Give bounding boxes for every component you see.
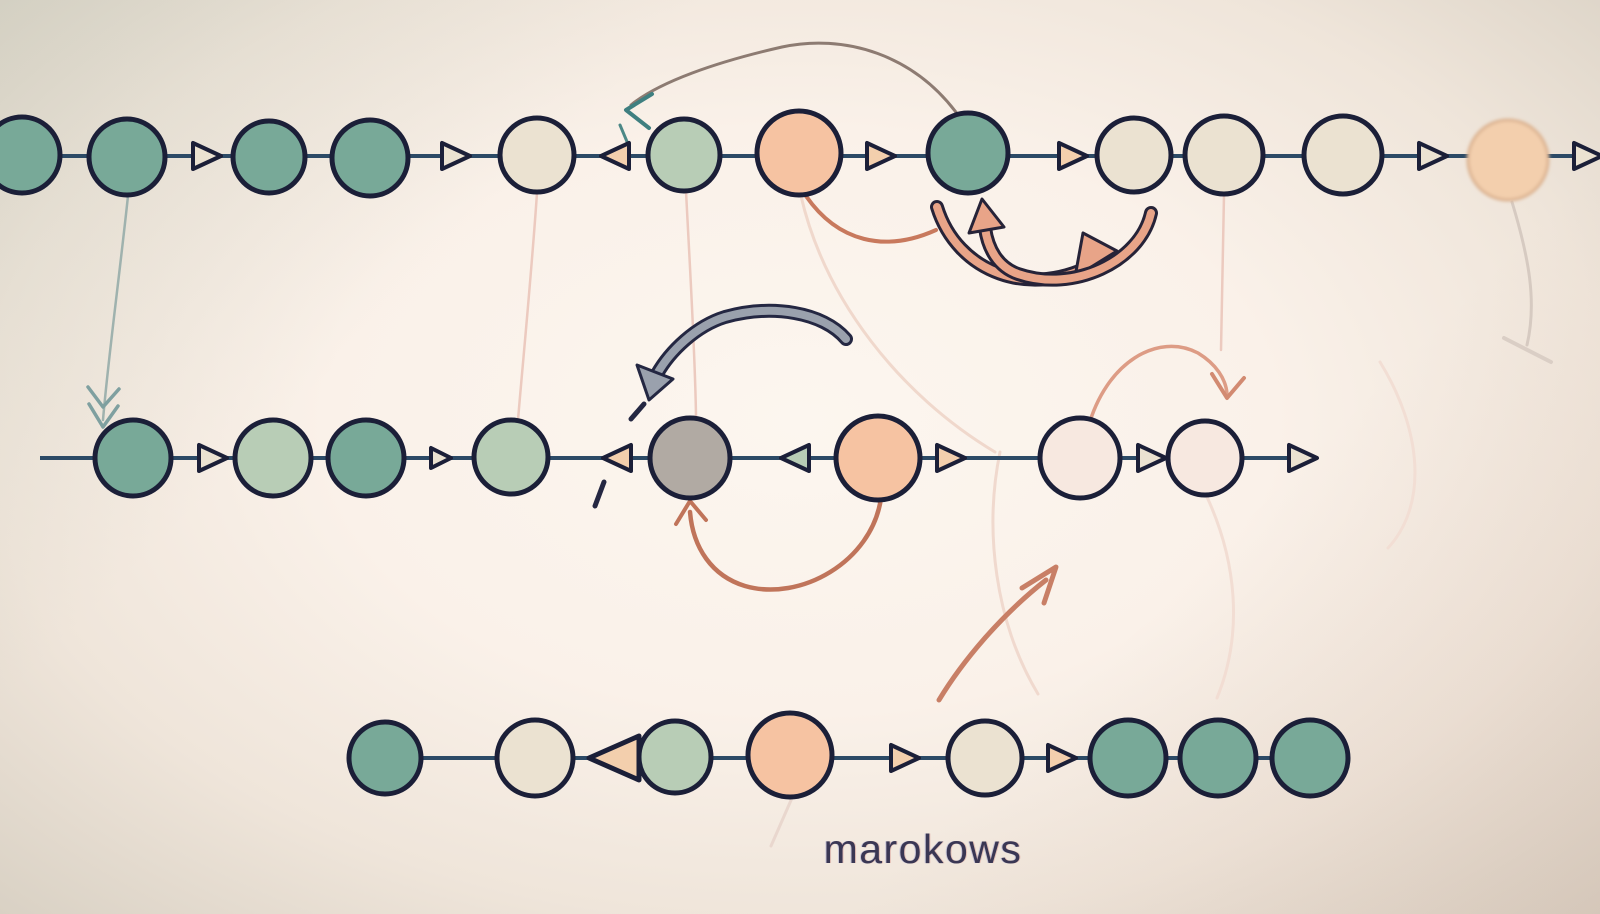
chain-top-state-node xyxy=(1182,113,1266,197)
chain-top-state-node xyxy=(1466,118,1550,202)
chain-top-state-node xyxy=(754,108,844,198)
chain-top-state-node xyxy=(329,117,411,199)
arc-c7-to-ribbon xyxy=(804,194,938,244)
faint-curve-c7-down xyxy=(799,194,997,454)
ribbon-gray-dash1 xyxy=(628,401,647,422)
chain-top-state-node xyxy=(497,115,577,195)
chain-top-transition-arrow xyxy=(440,141,472,171)
chain-bottom-state-node xyxy=(346,719,424,797)
chain-bottom-transition-arrow xyxy=(889,743,921,773)
chain-middle-transition-arrow xyxy=(429,446,453,470)
arrowhead-loop-m5 xyxy=(674,499,708,526)
chain-middle-transition-arrow xyxy=(601,443,633,473)
ribbon-gray-dash2 xyxy=(592,479,607,509)
chain-bottom-state-node xyxy=(1269,717,1351,799)
arrowhead-bottom-up xyxy=(1019,564,1059,606)
arrowhead-c2-m1-upper xyxy=(86,385,121,409)
chain-top-transition-arrow xyxy=(191,141,223,171)
chain-bottom-state-node xyxy=(1087,717,1169,799)
chain-bottom-state-node xyxy=(745,710,835,800)
arc-c2-to-m1 xyxy=(101,194,130,422)
chain-top-state-node xyxy=(1094,115,1174,195)
faint-mark-below-b4 xyxy=(769,796,794,848)
chain-top-state-node xyxy=(925,110,1011,196)
ribbon-salmon-arrowhead2 xyxy=(967,197,1006,235)
ribbon-gray-arrowhead xyxy=(635,363,675,402)
chain-middle-transition-arrow xyxy=(779,443,811,473)
chain-middle-state-node xyxy=(325,417,407,499)
arrowhead-c2-m1-lower xyxy=(87,402,120,429)
arc-m7-to-m8 xyxy=(1086,344,1229,430)
chain-bottom-transition-arrow xyxy=(1046,743,1078,773)
chain-middle-transition-arrow xyxy=(1136,443,1168,473)
arc-loop-m6-to-m5 xyxy=(687,495,884,592)
chain-middle-state-node xyxy=(1165,418,1245,498)
chain-middle-transition-arrow xyxy=(935,443,967,473)
arc-top-loopback xyxy=(629,41,965,124)
chain-top-transition-arrow xyxy=(1572,141,1600,171)
chain-bottom-state-node xyxy=(945,718,1025,798)
chain-middle-state-node xyxy=(647,415,733,501)
faint-drop-c10-down xyxy=(1219,193,1226,352)
chain-bottom-state-node xyxy=(494,717,576,799)
chain-top-state-node xyxy=(230,118,308,196)
chain-middle-state-node xyxy=(1037,415,1123,501)
tick-top-loopback xyxy=(618,123,630,146)
chain-top-state-node xyxy=(0,114,63,196)
chain-top-transition-arrow xyxy=(865,141,897,171)
arrow-bottom-up xyxy=(936,577,1049,703)
faint-drop-c6-to-m5 xyxy=(684,189,698,418)
chain-top-transition-arrow xyxy=(599,141,631,171)
chain-top-transition-arrow xyxy=(1057,141,1089,171)
faint-curve-far-right xyxy=(1378,360,1417,550)
ribbon-salmon-band2 xyxy=(981,209,1155,284)
chain-bottom-state-node xyxy=(1177,717,1259,799)
chain-middle-state-node xyxy=(92,417,174,499)
chain-bottom-transition-arrow xyxy=(586,733,642,783)
chain-top-state-node xyxy=(645,116,723,194)
chain-middle-state-node xyxy=(232,417,314,499)
chain-middle-transition-arrow xyxy=(197,443,229,473)
arrowhead-m7-m8 xyxy=(1210,372,1246,400)
faint-curve-mid-right-2 xyxy=(1205,495,1235,700)
ribbon-gray xyxy=(653,306,850,378)
faint-drop-c5-to-m4 xyxy=(516,191,539,422)
faint-curve-mid-right-1 xyxy=(991,450,1040,696)
chain-top-state-node xyxy=(1301,113,1385,197)
chain-middle-transition-arrow xyxy=(1287,443,1319,473)
chain-middle-state-node xyxy=(833,413,923,503)
faint-slash-c12 xyxy=(1502,336,1553,364)
faint-descender-c12 xyxy=(1510,200,1533,347)
chain-top-transition-arrow xyxy=(1417,141,1449,171)
chain-top-state-node xyxy=(86,116,168,198)
chain-bottom-state-node xyxy=(636,718,714,796)
diagram-label: marokows xyxy=(823,826,1023,872)
arrowhead-top-loopback xyxy=(624,92,654,130)
chain-middle-state-node xyxy=(471,417,551,497)
